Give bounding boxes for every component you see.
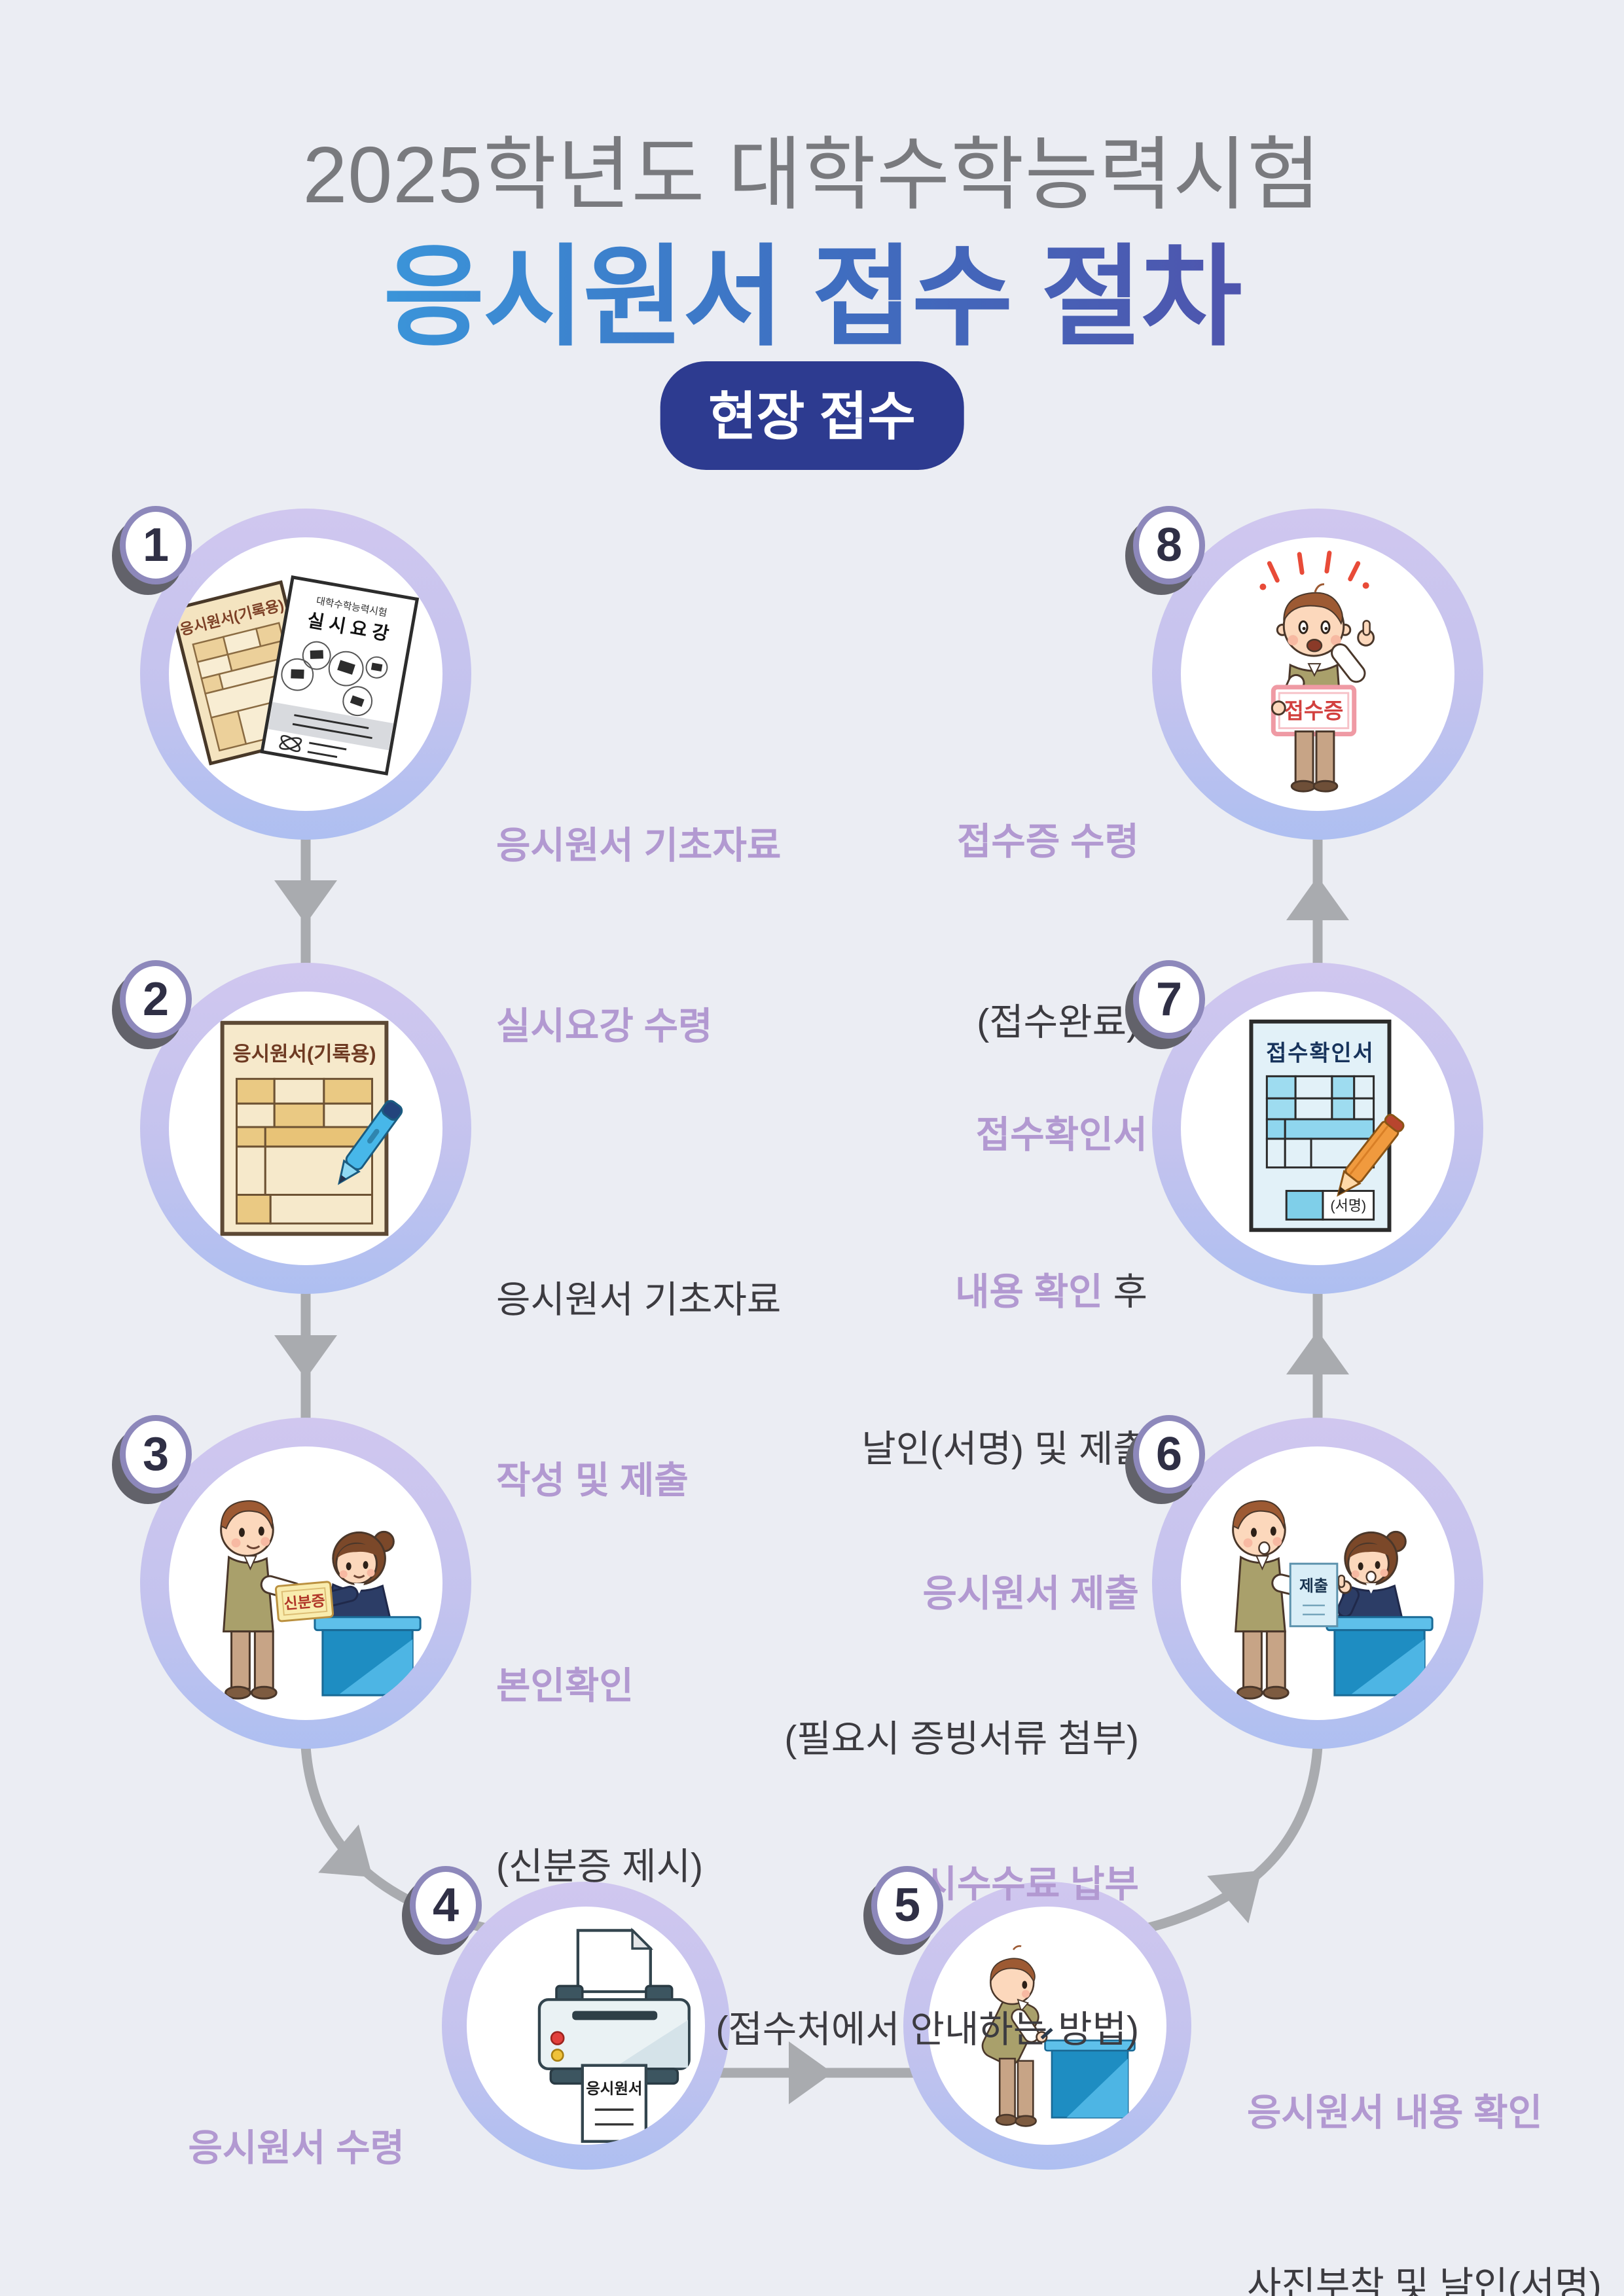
- step-5-label-line2: 사진부착 및 날인(서명): [1247, 2265, 1602, 2296]
- arrowhead-down-icon: [274, 1335, 337, 1379]
- confirmation-doc-title: 접수확인서: [1266, 1041, 1375, 1066]
- step-2-label: 응시원서 기초자료 작성 및 제출: [496, 1149, 781, 1631]
- onsite-reception-badge: 현장 접수: [660, 361, 964, 470]
- pencil-icon: [1337, 1113, 1405, 1197]
- step-3-label-line1: 본인확인: [496, 1665, 634, 1707]
- id-card-text: 신분증: [283, 1592, 326, 1612]
- step-8-label: 접수증 수령 (접수완료): [957, 691, 1139, 1173]
- step-number-text: 2: [142, 973, 170, 1026]
- page-subtitle: 응시원서 접수 절차: [0, 208, 1624, 367]
- id-check-illustration: 신분증: [220, 1500, 422, 1700]
- step-2-circle: 응시원서(기록용): [140, 963, 471, 1294]
- step-2-label-line2: 작성 및 제출: [496, 1460, 689, 1501]
- form-title-text: 응시원서(기록용): [232, 1042, 376, 1065]
- arrow-step5-to-step6: [1134, 1746, 1323, 1936]
- step-7-label-line2-rest: 후: [1102, 1271, 1147, 1313]
- step-2-label-line1: 응시원서 기초자료: [496, 1279, 782, 1321]
- printer-illustration: 응시원서: [537, 1928, 691, 2143]
- arrowhead-down-icon: [274, 880, 337, 924]
- step-number-text: 6: [1155, 1428, 1183, 1480]
- writing-illustration: [981, 1945, 1136, 2127]
- step-8-number: 8: [1133, 506, 1205, 584]
- step-6-label-line2: (필요시 증빙서류 첨부): [784, 1718, 1139, 1760]
- step-3-number: 3: [120, 1415, 192, 1494]
- step-4-circle: 응시원서: [442, 1882, 730, 2170]
- step-4-label: 응시원서 수령: [189, 1998, 405, 2296]
- id-card-icon: 신분증: [274, 1581, 334, 1623]
- arrowhead-up-icon: [1286, 876, 1349, 920]
- page-title: 2025학년도 대학수학능력시험: [302, 130, 1322, 219]
- step-5-label: 응시원서 내용 확인 사진부착 및 날인(서명): [1247, 1969, 1602, 2296]
- pen-icon: [338, 1100, 403, 1185]
- step-number-text: 4: [432, 1879, 460, 1931]
- step-1-label-line2: 실시요강 수령: [496, 1005, 713, 1047]
- celebration-rays-icon: [1267, 550, 1361, 583]
- receipt-illustration: 접수증: [1259, 550, 1375, 793]
- step-8-label-line2: (접수완료): [977, 1001, 1139, 1043]
- step-number-text: 5: [893, 1879, 921, 1931]
- step-6-label-line4: (접수처에서 안내하는 방법): [715, 2009, 1139, 2051]
- step-7-label-line2-accent: 내용 확인: [955, 1271, 1103, 1313]
- step-6-circle: 제출: [1152, 1418, 1483, 1749]
- arrowhead-right-icon: [789, 2041, 833, 2104]
- step-5-number: 5: [871, 1866, 943, 1945]
- step-number-text: 3: [142, 1428, 170, 1480]
- step-7-label: 접수확인서 내용 확인 후 날인(서명) 및 제출: [861, 1004, 1147, 1580]
- submission-illustration: 제출: [1232, 1500, 1434, 1700]
- submit-doc-text: 제출: [1299, 1577, 1328, 1595]
- step-7-label-line3: 날인(서명) 및 제출: [861, 1428, 1147, 1470]
- documents-illustration: 응시원서(기록용) 대학수학능력시험 실 시 요 강: [170, 575, 420, 776]
- submit-doc-icon: 제출: [1289, 1562, 1339, 1628]
- step-number-text: 8: [1155, 519, 1183, 571]
- confirmation-doc-illustration: 접수확인서 (서명): [1249, 1019, 1405, 1232]
- arrowhead-up-icon: [1286, 1331, 1349, 1374]
- step-number-text: 7: [1155, 973, 1183, 1026]
- step-1-label-line1: 응시원서 기초자료: [496, 825, 782, 867]
- step-3-circle: 신분증: [140, 1418, 471, 1749]
- step-5-label-line1: 응시원서 내용 확인: [1247, 2092, 1543, 2134]
- step-1-circle: 응시원서(기록용) 대학수학능력시험 실 시 요 강: [140, 509, 471, 840]
- step-4-label-line1: 응시원서 수령: [188, 2127, 405, 2169]
- step-6-number: 6: [1133, 1415, 1205, 1494]
- step-3-label: 본인확인 (신분증 제시): [496, 1535, 703, 2017]
- step-8-circle: 접수증: [1152, 509, 1483, 840]
- step-5-circle: [903, 1882, 1191, 2170]
- step-6-label-line1: 응시원서 제출: [922, 1573, 1139, 1615]
- step-2-number: 2: [120, 960, 192, 1039]
- step-7-circle: 접수확인서 (서명): [1152, 963, 1483, 1294]
- step-8-label-line1: 접수증 수령: [956, 821, 1139, 863]
- step-3-label-line2: (신분증 제시): [496, 1846, 703, 1888]
- receipt-sign-text: 접수증: [1284, 699, 1344, 723]
- step-1-number: 1: [120, 506, 192, 584]
- step-number-text: 1: [142, 519, 170, 571]
- step-1-label: 응시원서 기초자료 실시요강 수령: [496, 695, 781, 1177]
- printed-doc-text: 응시원서: [586, 2080, 642, 2097]
- step-4-number: 4: [410, 1866, 482, 1945]
- signature-box-text: (서명): [1330, 1197, 1366, 1213]
- arrowhead-curve-icon: [318, 1824, 373, 1878]
- step-7-label-line1: 접수확인서: [975, 1114, 1147, 1156]
- form-pen-illustration: 응시원서(기록용): [220, 1020, 403, 1236]
- arrowhead-curve-icon: [1207, 1870, 1262, 1924]
- step-7-number: 7: [1133, 960, 1205, 1039]
